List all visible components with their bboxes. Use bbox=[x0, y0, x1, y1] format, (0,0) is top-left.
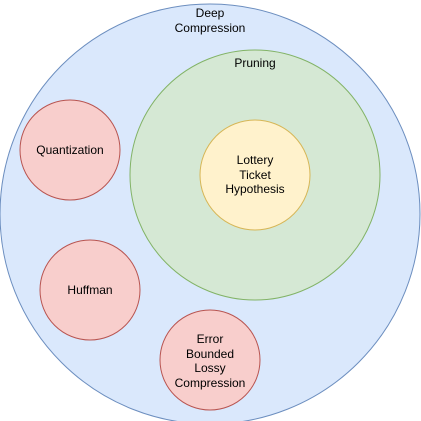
label-line: Bounded bbox=[185, 346, 235, 361]
quantization-label: Quantization bbox=[20, 143, 120, 158]
lottery-ticket-label: Lottery Ticket Hypothesis bbox=[205, 153, 305, 197]
label-line: Error bbox=[196, 332, 224, 346]
label-line: Deep bbox=[195, 6, 225, 20]
quantization-circle bbox=[19, 99, 121, 201]
label-line: Hypothesis bbox=[225, 182, 285, 196]
huffman-circle bbox=[39, 239, 141, 341]
error-bounded-circle bbox=[159, 309, 261, 411]
label-line: Lossy bbox=[194, 361, 226, 375]
label-line: Lottery bbox=[236, 153, 274, 167]
label-line: Compression bbox=[174, 375, 246, 390]
label-line: Quantization bbox=[36, 143, 104, 157]
deep-compression-label: Deep Compression bbox=[160, 6, 260, 35]
error-bounded-label: Error Bounded Lossy Compression bbox=[160, 332, 260, 390]
label-line: Huffman bbox=[67, 283, 113, 297]
label-line: Pruning bbox=[234, 56, 276, 70]
huffman-label: Huffman bbox=[40, 283, 140, 298]
label-line: Ticket bbox=[239, 167, 271, 182]
pruning-label: Pruning bbox=[215, 56, 295, 71]
lottery-ticket-circle bbox=[199, 119, 311, 231]
label-line: Compression bbox=[174, 20, 246, 35]
